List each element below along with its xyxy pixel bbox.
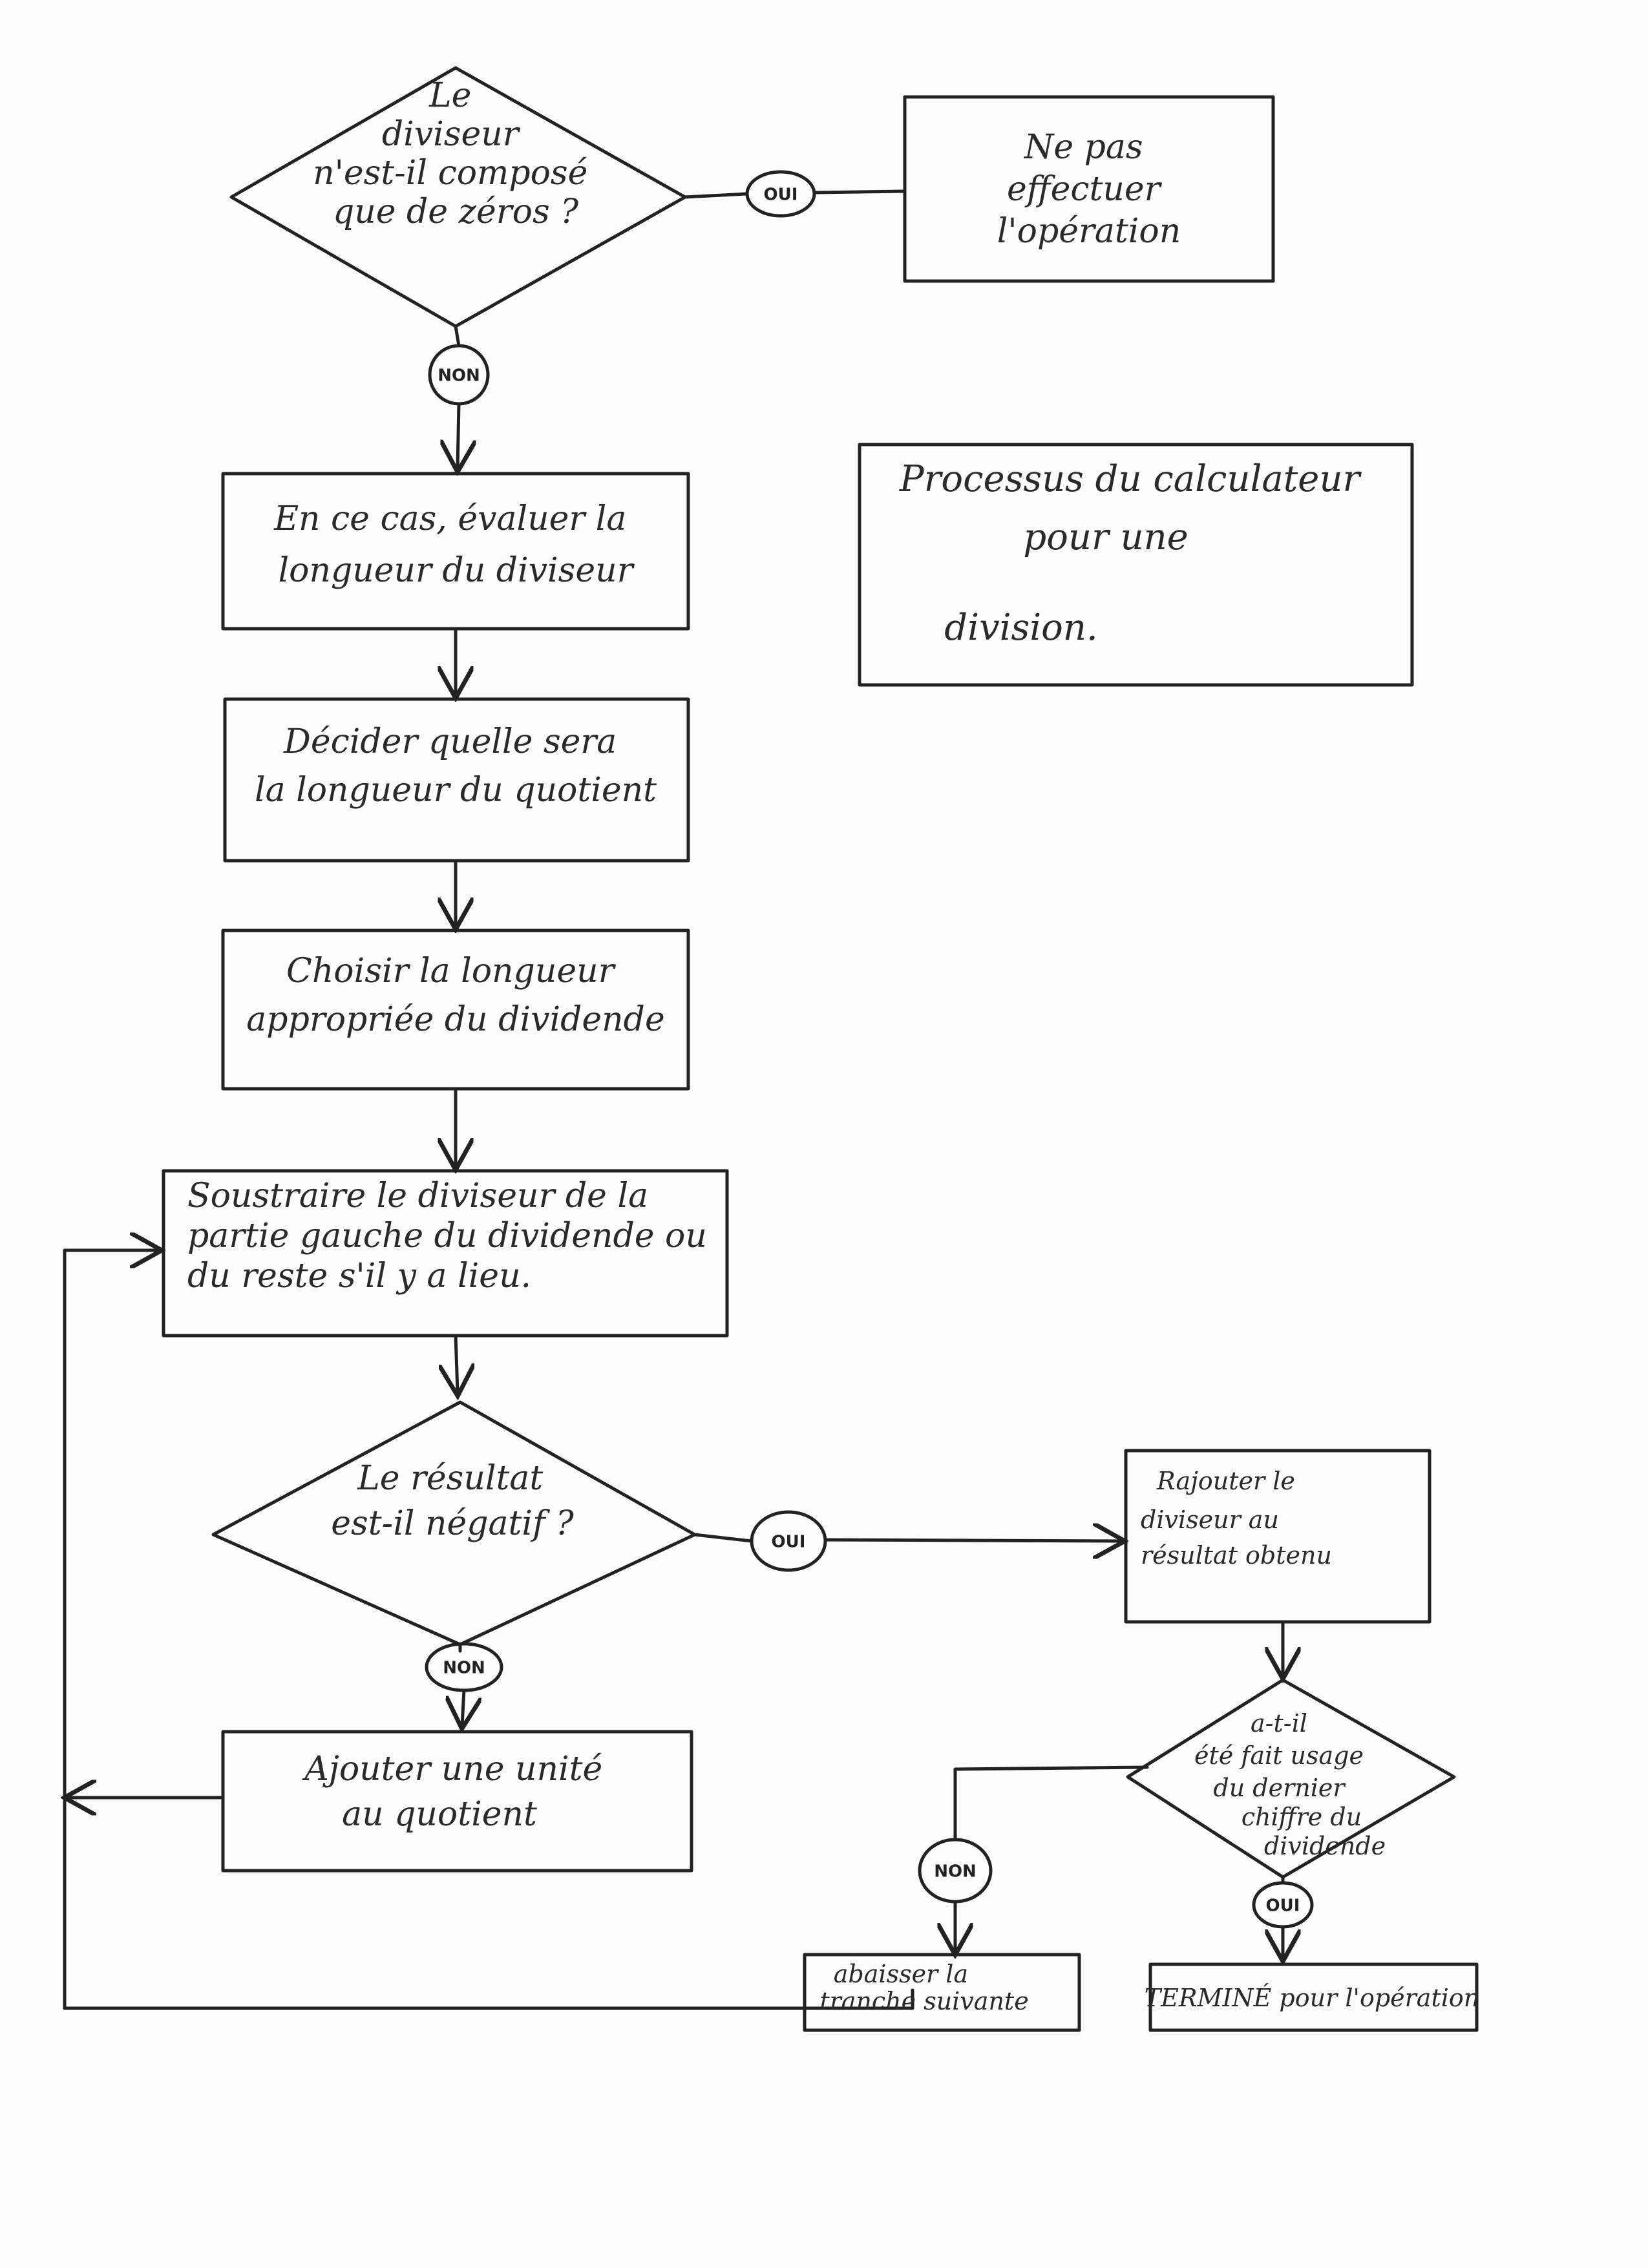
box-decide-quotient: Décider quelle sera la longueur du quoti… bbox=[223, 697, 690, 863]
decision-last-digit-text: a-t-il été fait usage du dernier chiffre… bbox=[1194, 1709, 1386, 1860]
svg-text:OUI: OUI bbox=[1266, 1896, 1300, 1916]
box-subtract-text: Soustraire le diviseur de la partie gauc… bbox=[187, 1177, 717, 1296]
decision-divisor-zero-text: Le diviseur n'est-il composé que de zéro… bbox=[313, 76, 598, 231]
box-evaluate-divisor-text: En ce cas, évaluer la longueur du divise… bbox=[273, 499, 637, 590]
box-add-back: Rajouter le diviseur au résultat obtenu bbox=[1124, 1449, 1431, 1624]
connector-zero-no bbox=[458, 402, 459, 468]
box-choose-dividend-text: Choisir la longueur appropriée du divide… bbox=[246, 952, 664, 1039]
box-done-text: TERMINÉ pour l'opération bbox=[1145, 1984, 1480, 2012]
box-lower-next-text: abaisser la tranche suivante bbox=[819, 1960, 1028, 2015]
label-oui-2: OUI bbox=[750, 1510, 827, 1572]
box-no-operation: Ne pas effectuer l'opération bbox=[903, 95, 1275, 283]
svg-text:NON: NON bbox=[443, 1659, 485, 1678]
label-non-1: NON bbox=[428, 344, 490, 406]
box-choose-dividend: Choisir la longueur appropriée du divide… bbox=[221, 929, 690, 1091]
connector-zero-yes bbox=[683, 189, 907, 199]
label-non-3: NON bbox=[918, 1838, 993, 1904]
title-box: Processus du calculateur pour une divisi… bbox=[858, 443, 1414, 687]
box-decide-quotient-text: Décider quelle sera la longueur du quoti… bbox=[255, 722, 657, 810]
label-oui-1: OUI bbox=[745, 170, 816, 218]
svg-text:OUI: OUI bbox=[764, 185, 798, 205]
svg-text:OUI: OUI bbox=[772, 1533, 806, 1552]
svg-text:NON: NON bbox=[438, 366, 480, 386]
decision-negative: Le résultat est-il négatif ? bbox=[211, 1400, 697, 1646]
decision-last-digit: a-t-il été fait usage du dernier chiffre… bbox=[1126, 1678, 1456, 1879]
svg-text:NON: NON bbox=[934, 1862, 977, 1882]
decision-negative-text: Le résultat est-il négatif ? bbox=[331, 1459, 575, 1543]
label-non-2: NON bbox=[425, 1642, 503, 1692]
connector-negative-no bbox=[462, 1688, 464, 1725]
connector-subtract-negative bbox=[456, 1334, 458, 1392]
connector-negative-yes-b bbox=[823, 1540, 1121, 1541]
box-evaluate-divisor: En ce cas, évaluer la longueur du divise… bbox=[221, 472, 690, 631]
title-text: Processus du calculateur pour une divisi… bbox=[899, 458, 1371, 649]
connector-lastdigit-no bbox=[953, 1765, 1149, 1840]
box-lower-next: abaisser la tranche suivante bbox=[803, 1953, 1081, 2032]
connector-loop-rail bbox=[63, 1250, 158, 2010]
box-add-unit: Ajouter une unité au quotient bbox=[221, 1730, 693, 1873]
connector-zero-no-top bbox=[454, 324, 461, 348]
label-oui-3: OUI bbox=[1252, 1881, 1314, 1929]
box-no-operation-text: Ne pas effectuer l'opération bbox=[997, 128, 1181, 251]
connector-loop-bottom bbox=[63, 1988, 914, 2010]
box-done: TERMINÉ pour l'opération bbox=[1145, 1962, 1480, 2032]
box-add-unit-text: Ajouter une unité au quotient bbox=[302, 1750, 613, 1834]
connector-negative-yes-a bbox=[693, 1533, 754, 1543]
box-subtract: Soustraire le diviseur de la partie gauc… bbox=[162, 1169, 729, 1338]
decision-divisor-zero: Le diviseur n'est-il composé que de zéro… bbox=[229, 66, 687, 328]
box-add-back-text: Rajouter le diviseur au résultat obtenu bbox=[1141, 1467, 1332, 1570]
